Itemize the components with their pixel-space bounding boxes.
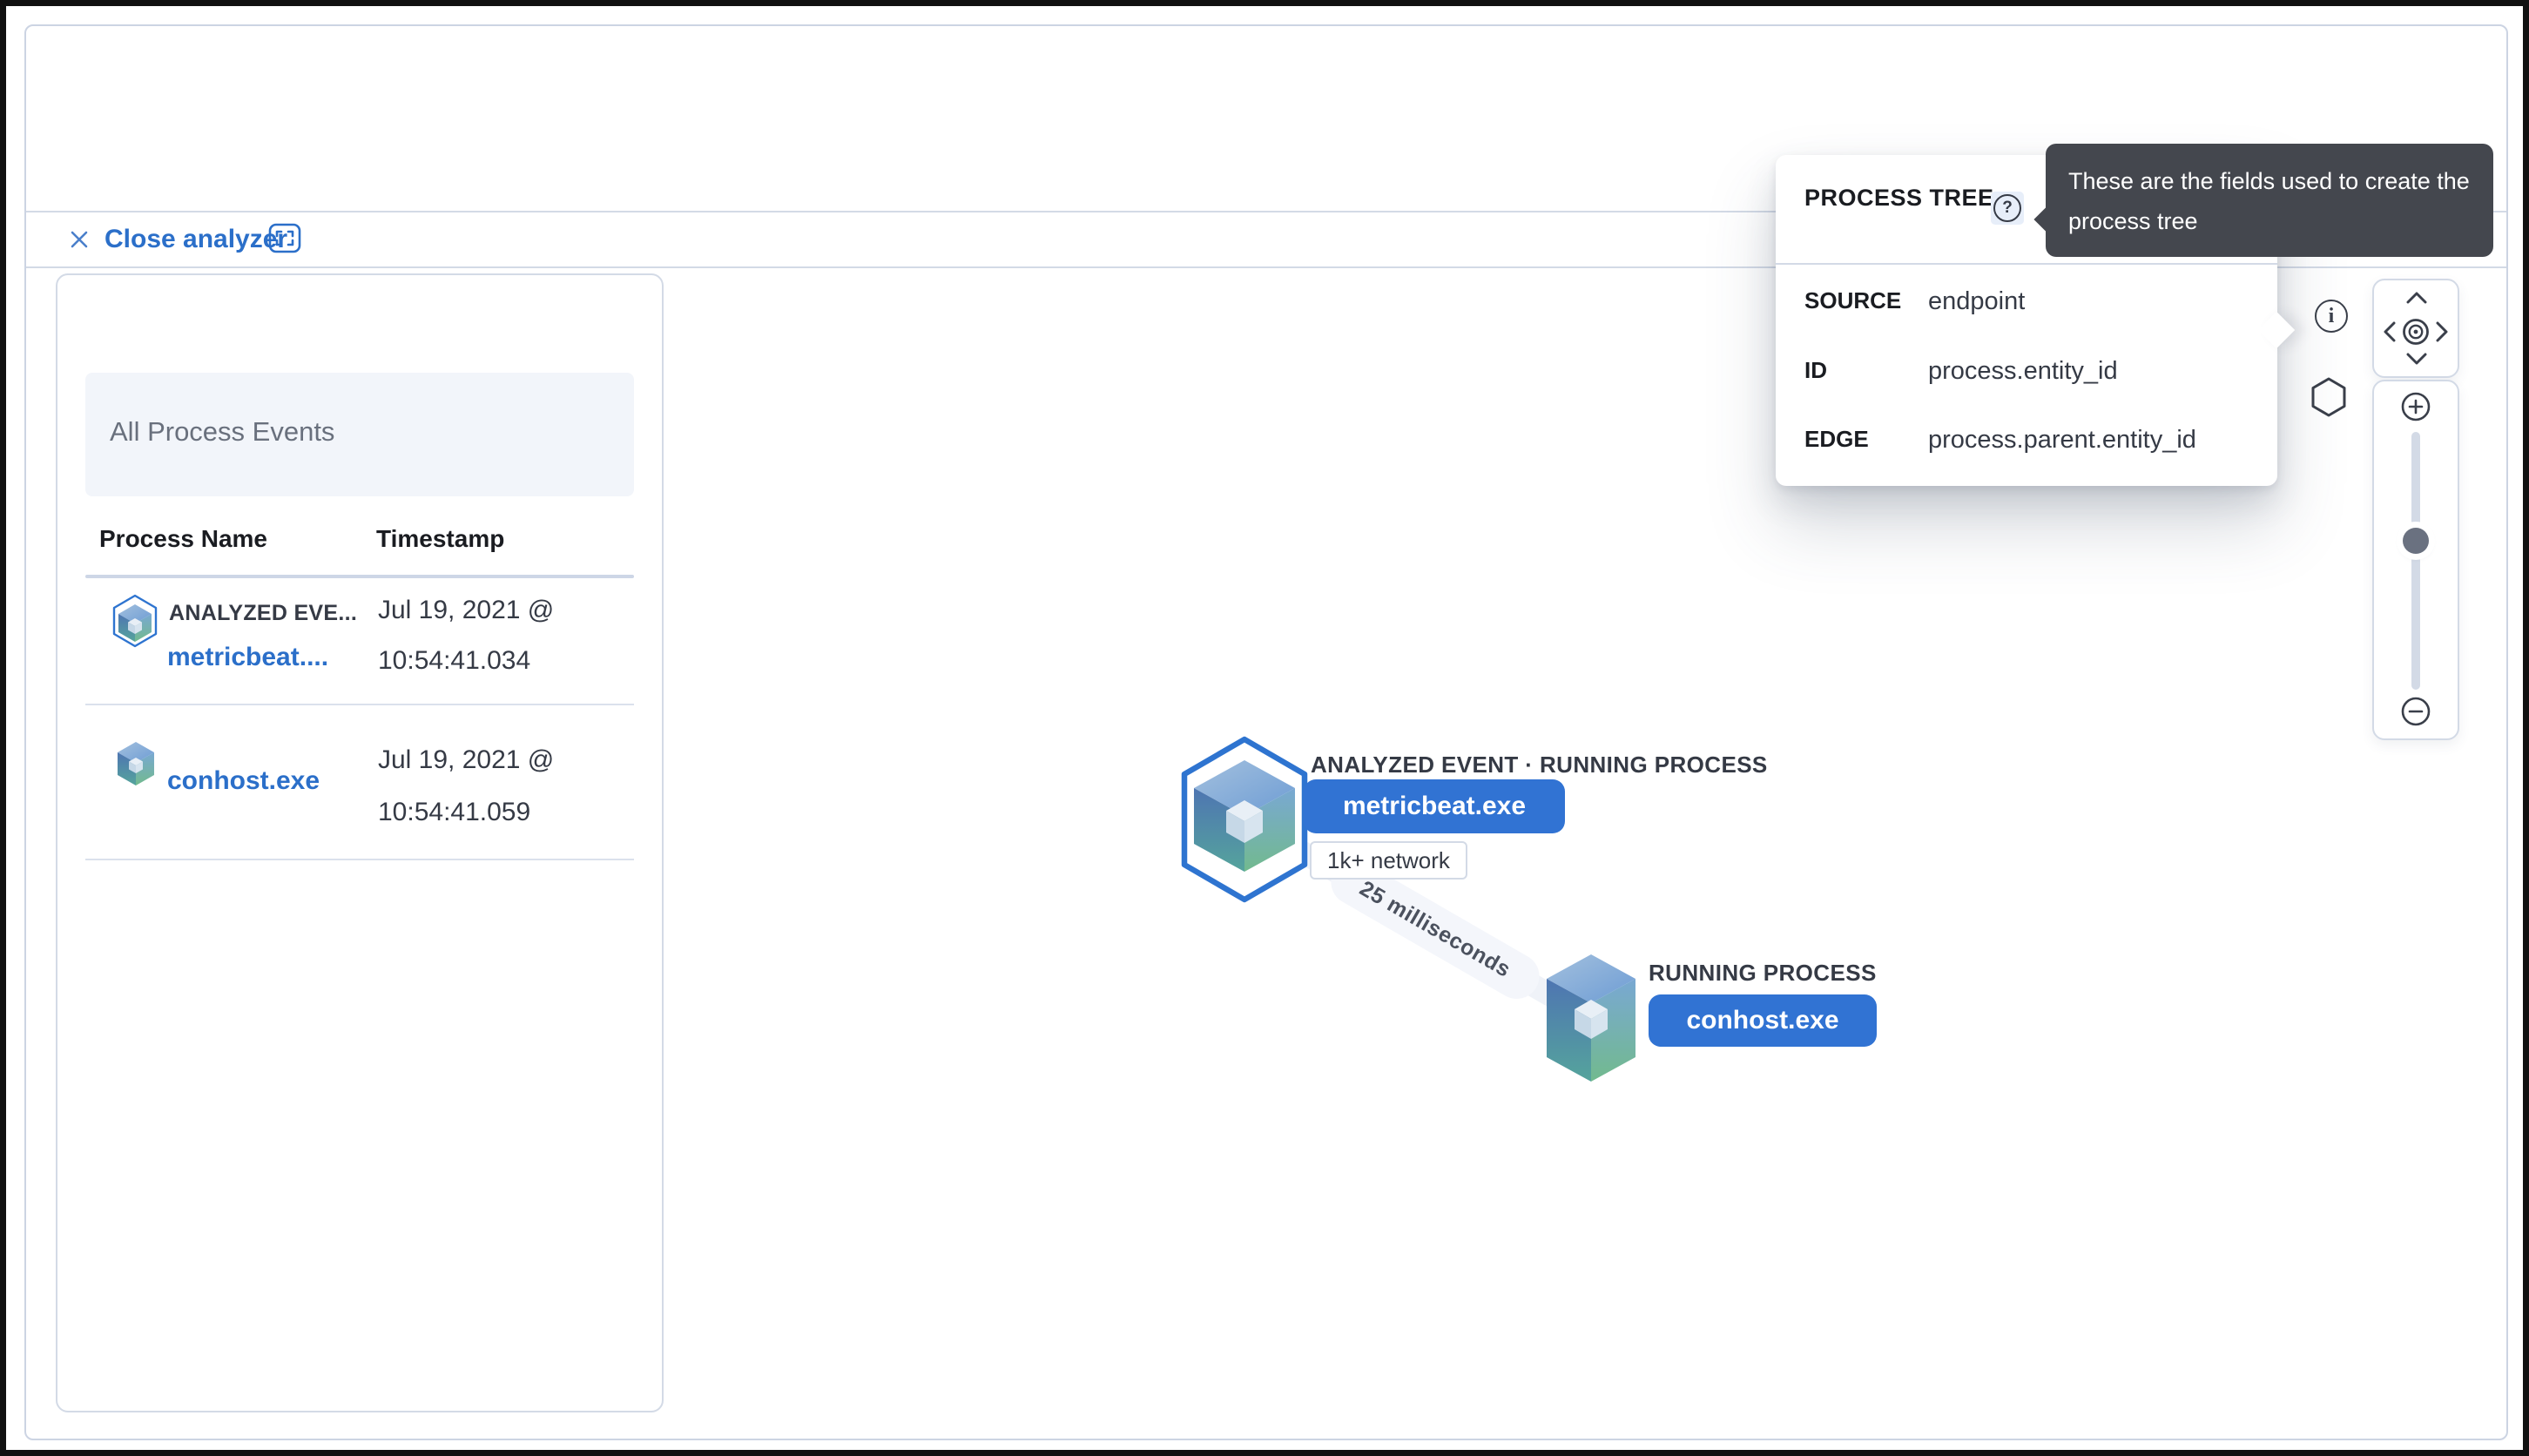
pan-up-icon[interactable]: [2406, 291, 2427, 309]
running-process-node-icon[interactable]: [1543, 951, 1639, 1091]
info-glyph: i: [2328, 304, 2335, 327]
timestamp-line: Jul 19, 2021 @: [378, 596, 555, 624]
process-events-panel: All Process Events Process Name Timestam…: [56, 273, 664, 1412]
tooltip-text: These are the fields used to create the …: [2068, 168, 2470, 234]
popover-row-value: process.entity_id: [1928, 357, 2118, 385]
popover-row-value: process.parent.entity_id: [1928, 426, 2196, 454]
running-node-label: RUNNING PROCESS: [1649, 960, 1877, 986]
zoom-slider-track[interactable]: [2411, 432, 2420, 690]
panel-title: All Process Events: [110, 416, 335, 447]
popover-arrow: [2257, 311, 2296, 349]
analyzed-node-label: ANALYZED EVENT · RUNNING PROCESS: [1311, 752, 1768, 778]
timestamp-line: Jul 19, 2021 @: [378, 745, 555, 774]
metricbeat-node-button-label: metricbeat.exe: [1342, 792, 1527, 820]
locate-icon[interactable]: [2401, 317, 2431, 351]
analyzed-event-node-icon[interactable]: [1179, 734, 1310, 909]
zoom-out-icon[interactable]: [2401, 697, 2431, 731]
popover-title: PROCESS TREE: [1804, 185, 1994, 211]
timestamp-line: 10:54:41.059: [378, 798, 531, 826]
event-type-badge: ANALYZED EVE...: [169, 601, 358, 625]
popover-row-label: ID: [1804, 357, 1827, 383]
conhost-node-button-label: conhost.exe: [1686, 1006, 1839, 1035]
pan-right-icon[interactable]: [2435, 321, 2449, 347]
top-divider: [26, 211, 2506, 212]
process-tree-tooltip: These are the fields used to create the …: [2033, 144, 2493, 257]
analyzer-card: Close analyzer All Process Events Proces…: [24, 24, 2508, 1440]
close-analyzer-link[interactable]: Close analyzer: [105, 225, 288, 253]
network-count-label: 1k+ network: [1327, 846, 1450, 873]
popover-row-label: SOURCE: [1804, 287, 1902, 313]
fullscreen-icon[interactable]: [268, 223, 303, 254]
column-header-process-name: Process Name: [99, 525, 268, 552]
process-cube-icon: [115, 740, 157, 792]
zoom-controls-panel: [2372, 380, 2459, 740]
popover-divider: [1776, 263, 2277, 265]
panel-title-box: All Process Events: [85, 373, 634, 496]
row-separator: [85, 859, 634, 860]
conhost-node-button[interactable]: conhost.exe: [1649, 994, 1877, 1047]
hexagon-icon[interactable]: [2310, 376, 2348, 422]
column-header-timestamp: Timestamp: [376, 525, 505, 552]
header-rule: [85, 575, 634, 578]
process-link-conhost[interactable]: conhost.exe: [167, 766, 320, 795]
row-separator: [85, 704, 634, 705]
process-link-metricbeat[interactable]: metricbeat....: [167, 643, 329, 671]
zoom-slider-thumb[interactable]: [2403, 528, 2429, 554]
popover-row-label: EDGE: [1804, 426, 1869, 452]
info-icon[interactable]: i: [2315, 300, 2348, 333]
pan-controls-panel: [2372, 279, 2459, 378]
popover-row-value: endpoint: [1928, 287, 2026, 315]
metricbeat-node-button[interactable]: metricbeat.exe: [1304, 779, 1565, 833]
process-cube-icon: [111, 594, 158, 652]
edge-duration-label: 25 milliseconds: [1355, 875, 1515, 982]
help-icon[interactable]: ?: [1991, 192, 2024, 225]
timestamp-line: 10:54:41.034: [378, 646, 531, 675]
network-count-badge[interactable]: 1k+ network: [1310, 841, 1467, 880]
toolbar-divider: [26, 266, 2506, 268]
pan-left-icon[interactable]: [2383, 321, 2397, 347]
zoom-in-icon[interactable]: [2401, 392, 2431, 426]
pan-down-icon[interactable]: [2406, 352, 2427, 370]
close-icon[interactable]: [70, 230, 89, 249]
